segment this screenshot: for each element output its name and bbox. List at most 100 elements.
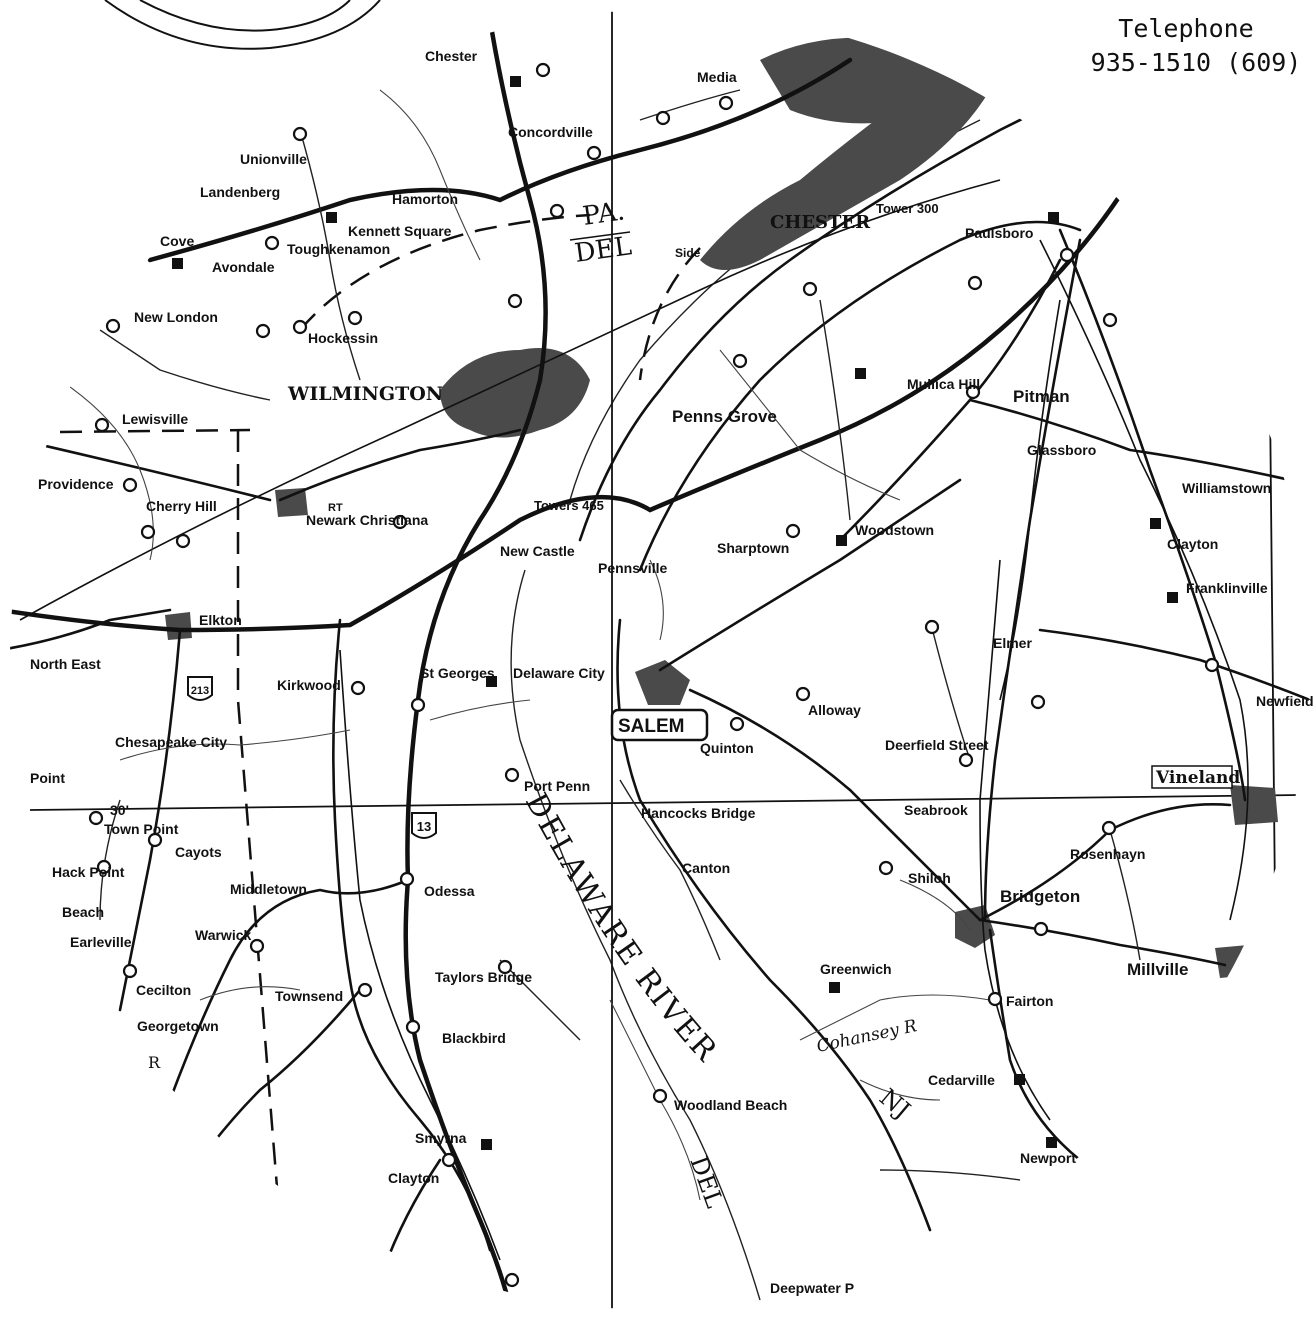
label-landenberg: Landenberg [200, 184, 280, 200]
label-media: Media [697, 69, 737, 85]
marker-warwick [249, 938, 265, 954]
label-hancocks-bridge: Hancocks Bridge [641, 805, 756, 821]
railroad-delmarva [339, 649, 501, 1261]
railroad-bridgeton [979, 559, 1051, 1121]
marker-new-london [105, 318, 121, 334]
square-2 [855, 368, 866, 379]
road-fairton-south [988, 928, 1082, 1162]
label-woodland-beach: Woodland Beach [674, 1097, 787, 1113]
highway-nj-turnpike [638, 220, 1082, 572]
cohansey-river [799, 994, 991, 1041]
side-label: Side [675, 246, 701, 260]
railroad-main [19, 179, 1001, 621]
label-newport: Newport [1020, 1150, 1076, 1166]
chesapeake-canal [119, 729, 351, 761]
label-franklinville: Franklinville [1186, 580, 1268, 596]
vineland-urban [1230, 785, 1278, 825]
road-bridgeton-millville [978, 918, 1227, 967]
latitude-mark: 30' [110, 802, 129, 818]
place-labels: Chester Concordville Media Unionville La… [30, 48, 1314, 1296]
label-bridgeton: Bridgeton [1000, 887, 1080, 906]
newark-urban [275, 488, 308, 517]
square-greenwich [829, 982, 840, 993]
marker-townsend [357, 982, 373, 998]
border-md-del [236, 430, 280, 1201]
marker-dot-11 [1030, 694, 1046, 710]
label-shiloh: Shiloh [908, 870, 951, 886]
town-squares [172, 76, 1178, 1150]
shield-13-label: 13 [417, 819, 431, 834]
marker-dot-10 [924, 619, 940, 635]
vineland-box [1151, 765, 1233, 789]
wilmington-urban [440, 348, 590, 438]
label-blackbird: Blackbird [442, 1030, 506, 1046]
road-salem-woodstown [658, 478, 962, 672]
minor-road-10 [639, 89, 741, 121]
label-woodstown: Woodstown [855, 522, 934, 538]
marker-cherry-hill [140, 524, 156, 540]
marker-dot-8 [732, 353, 748, 369]
marker-port-penn [504, 767, 520, 783]
road-north-east [10, 608, 172, 652]
label-newfield: Newfield [1256, 693, 1314, 709]
telephone-number: 935-1510 (609) [1091, 48, 1302, 77]
label-chester-top: Chester [425, 48, 478, 64]
marker-chester-top [535, 62, 551, 78]
marker-hockessin [347, 310, 363, 326]
marker-odessa [399, 871, 415, 887]
marker-woodland-beach [652, 1088, 668, 1104]
marker-fairton [987, 991, 1003, 1007]
label-rosenhayn: Rosenhayn [1070, 846, 1145, 862]
label-toughkenamon: Toughkenamon [287, 241, 390, 257]
square-clayton-nj [1150, 518, 1161, 529]
label-point: Point [30, 770, 65, 786]
label-kennett-square: Kennett Square [348, 223, 452, 239]
label-vineland: Vineland [1155, 768, 1240, 788]
marker-newfield [1204, 657, 1220, 673]
marker-concordville [586, 145, 602, 161]
marker-alloway [795, 686, 811, 702]
marker-lewisville [94, 417, 110, 433]
marker-quinton [729, 716, 745, 732]
label-providence: Providence [38, 476, 114, 492]
marker-media [718, 95, 734, 111]
label-williamstown: Williamstown [1182, 480, 1271, 496]
marker-dot-5 [967, 275, 983, 291]
label-elmer: Elmer [993, 635, 1032, 651]
highway-route55 [1058, 228, 1247, 802]
minor-road-2 [99, 329, 271, 401]
road-pitman-williamstown [968, 398, 1292, 482]
road-providence [18, 438, 272, 502]
logo-ring-outer [104, 0, 381, 50]
highway-us1 [147, 57, 853, 263]
marker-dot-9 [175, 533, 191, 549]
label-north-east: North East [30, 656, 101, 672]
label-townsend: Townsend [275, 988, 343, 1004]
stream-2 [379, 89, 481, 261]
square-paulsboro [1048, 212, 1059, 223]
label-canton: Canton [682, 860, 730, 876]
salem-urban [635, 660, 690, 705]
label-wilmington: WILMINGTON [287, 383, 443, 405]
marker-blackbird [405, 1019, 421, 1035]
marker-dot-2 [255, 323, 271, 339]
label-middletown: Middletown [230, 881, 307, 897]
marker-earleville [122, 963, 138, 979]
marker-dot-4 [802, 281, 818, 297]
label-pitman: Pitman [1013, 387, 1070, 406]
label-quinton: Quinton [700, 740, 754, 756]
marker-rosenhayn [1101, 820, 1117, 836]
road-townsend-west [198, 988, 362, 1162]
label-hack-point: Hack Point [52, 864, 125, 880]
marker-hockessin-dot [292, 319, 308, 335]
shield-13 [411, 812, 437, 839]
town-markers [88, 62, 1220, 1288]
marker-cayots [147, 832, 163, 848]
marker-sharptown [785, 523, 801, 539]
square-delaware-city [486, 676, 497, 687]
label-seabrook: Seabrook [904, 802, 968, 818]
marker-hack-point [96, 859, 112, 875]
label-hockessin: Hockessin [308, 330, 378, 346]
